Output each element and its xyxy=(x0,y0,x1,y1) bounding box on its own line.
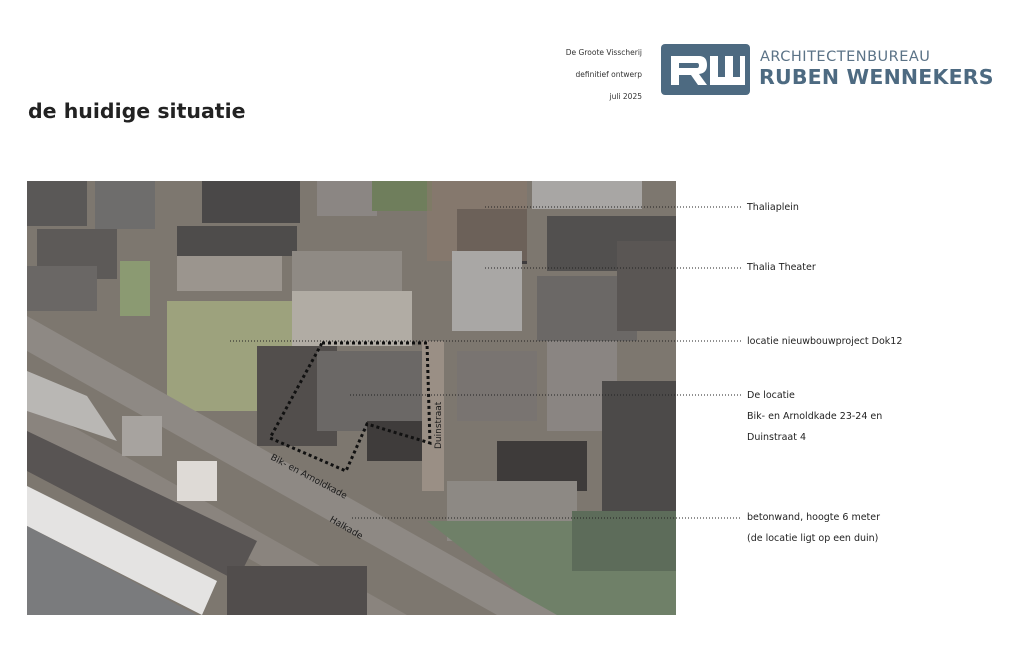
callout-text: Bik- en Arnoldkade 23-24 en xyxy=(747,411,883,422)
callout-text: betonwand, hoogte 6 meter xyxy=(747,512,881,523)
callout-text: locatie nieuwbouwproject Dok12 xyxy=(747,336,903,347)
project-date: juli 2025 xyxy=(609,92,642,101)
callout-thalia-theater: Thalia Theater xyxy=(747,257,816,278)
project-name: De Groote Visscherij xyxy=(565,48,642,57)
page-title: de huidige situatie xyxy=(28,99,246,123)
callout-text: Duinstraat 4 xyxy=(747,432,807,443)
callout-text: Thaliaplein xyxy=(747,202,799,213)
callout-text: De locatie xyxy=(747,390,795,401)
aerial-photo: Duinstraat Bik- en Arnoldkade Halkade xyxy=(27,181,676,615)
callout-dok12: locatie nieuwbouwproject Dok12 xyxy=(747,331,902,352)
street-label-duinstraat: Duinstraat xyxy=(434,401,444,449)
callout-betonwand: betonwand, hoogte 6 meter (de locatie li… xyxy=(747,507,880,549)
aerial-map: Duinstraat Bik- en Arnoldkade Halkade xyxy=(27,181,676,615)
firm-name: RUBEN WENNEKERS xyxy=(759,65,994,89)
callout-de-locatie: De locatie Bik- en Arnoldkade 23-24 en D… xyxy=(747,385,882,448)
callout-text: Thalia Theater xyxy=(747,262,816,273)
callout-thaliaplein: Thaliaplein xyxy=(747,197,799,218)
document-meta: De Groote Visscherij definitief ontwerp … xyxy=(482,42,642,108)
firm-line1: ARCHITECTENBUREAU xyxy=(760,49,931,65)
project-phase: definitief ontwerp xyxy=(575,70,642,79)
firm-logo-icon xyxy=(661,44,750,95)
callout-text: (de locatie ligt op een duin) xyxy=(747,533,879,544)
